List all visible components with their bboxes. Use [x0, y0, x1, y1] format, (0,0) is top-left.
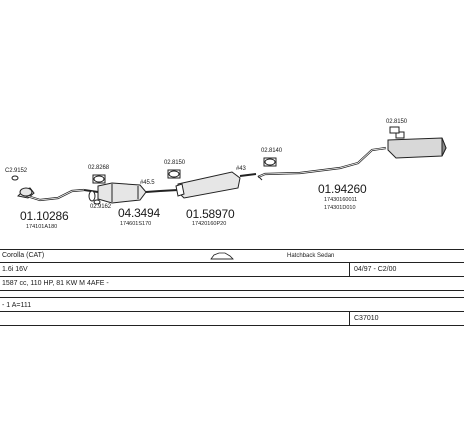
part-sub-4b: 174301D010	[324, 205, 356, 211]
front-pipe	[16, 187, 85, 202]
gasket-2	[93, 199, 101, 205]
row-line-3	[0, 290, 464, 291]
pre-label-3b: #43	[236, 166, 246, 172]
row-line-6	[0, 325, 464, 326]
part-sub-4a: 17430160011	[324, 197, 358, 203]
clamp-2	[167, 169, 181, 179]
part-sub-3: 17420160P20	[192, 221, 227, 227]
row-line-2	[0, 276, 464, 277]
ref-text: - 1 A=111	[2, 302, 32, 309]
catalytic-converter	[83, 182, 161, 204]
pre-label-5: 02.8150	[386, 119, 407, 125]
engine-text: 1.6i 16V	[2, 266, 28, 273]
table-top-line	[0, 249, 464, 250]
pre-label-3a: 02.8150	[164, 160, 185, 166]
code-text: C37010	[354, 315, 379, 322]
middle-silencer	[159, 171, 257, 199]
part-code-2: 04.3494	[118, 206, 160, 220]
date-text: 04/97 - C2/00	[354, 266, 397, 273]
code-divider	[349, 311, 350, 325]
pre-label-2b: 02.9162	[90, 204, 111, 210]
part-code-4: 01.94260	[318, 182, 367, 196]
gasket-1	[11, 175, 19, 181]
pre-label-2a: 02.8268	[88, 165, 109, 171]
car-body-icon	[210, 252, 234, 260]
part-sub-2: 174601S170	[120, 221, 152, 227]
part-code-1: 01.10286	[20, 209, 69, 223]
row-line-5	[0, 311, 464, 312]
spec-text: 1587 cc, 110 HP, 81 KW M 4AFE -	[2, 280, 109, 287]
pre-label-2c: #45.5	[140, 180, 155, 186]
clamp-3	[263, 157, 277, 167]
hanger	[389, 126, 400, 134]
pre-label-1: C2.9152	[5, 168, 27, 174]
rear-silencer	[387, 131, 447, 159]
date-divider	[349, 262, 350, 276]
part-code-3: 01.58970	[186, 207, 235, 221]
part-sub-1: 174101A180	[26, 224, 58, 230]
model-text: Corolla (CAT)	[2, 252, 45, 259]
row-line-4	[0, 297, 464, 298]
pre-label-4: 02.8140	[261, 148, 282, 154]
body-text: Hatchback Sedan	[287, 253, 335, 259]
clamp-1	[92, 174, 106, 184]
row-line-1	[0, 262, 464, 263]
rear-pipe	[257, 146, 387, 181]
